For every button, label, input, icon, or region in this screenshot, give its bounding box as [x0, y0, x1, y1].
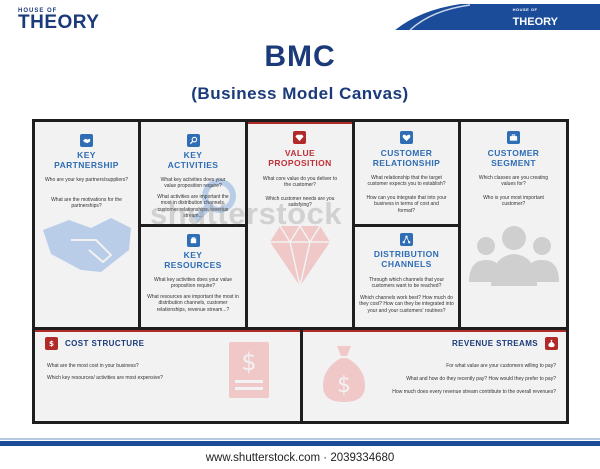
dollar-document-icon: $ [45, 337, 58, 350]
customer-segment-cell: CUSTOMER SEGMENT Which classes are you c… [461, 122, 566, 327]
logo-house-text: HOUSE OF [18, 8, 58, 14]
customer-relationship-question-1: What relationship that the target custom… [367, 175, 446, 188]
svg-text:$: $ [49, 339, 54, 348]
customer-relationship-cell: CUSTOMER RELATIONSHIP What relationship … [355, 122, 458, 224]
customer-relationship-heading-1: CUSTOMER [380, 148, 433, 158]
svg-text:$: $ [337, 373, 351, 398]
footer-band [0, 441, 600, 446]
logo-right: HOUSE OF THEORY [513, 7, 558, 30]
value-proposition-question-1: What core value do you deliver to the cu… [262, 176, 338, 189]
cost-structure-top-line [35, 330, 300, 332]
customer-relationship-heading-2: RELATIONSHIP [372, 158, 441, 168]
revenue-streams-top-line [303, 330, 566, 332]
value-proposition-heading-2: PROPOSITION [268, 158, 332, 168]
key-partnership-question-2: What are the motivations for the partner… [51, 197, 122, 210]
gem-icon [293, 131, 306, 144]
key-activities-heading-2: ACTIVITIES [167, 160, 219, 170]
footer-credit: www.shutterstock.com · 2039334680 [0, 448, 600, 469]
cost-structure-heading: COST STRUCTURE [65, 339, 145, 348]
magnifier-illustration [192, 179, 236, 223]
watermark: shutterstock [150, 196, 343, 231]
handshake-illustration [43, 218, 131, 272]
cost-structure-cell: $ $ COST STRUCTURE What are the most cos… [35, 330, 300, 421]
business-model-canvas: KEY PARTNERSHIP Who are your key partner… [32, 119, 569, 424]
key-resources-heading-2: RESOURCES [164, 260, 222, 270]
handshake-icon [80, 134, 93, 147]
key-resources-question-1: What key activities does your value prop… [153, 277, 233, 290]
briefcase-icon [507, 131, 520, 144]
revenue-streams-question-1: For what value are your customers willin… [446, 363, 556, 369]
gem-illustration [270, 224, 330, 287]
customer-segment-heading-2: SEGMENT [491, 158, 536, 168]
logo-right-brand-text: THEORY [512, 16, 558, 28]
svg-text:$: $ [241, 348, 256, 376]
value-proposition-cell: VALUE PROPOSITION What core value do you… [248, 122, 352, 327]
revenue-streams-cell: $ REVENUE STREAMS For what value are you… [303, 330, 566, 421]
value-proposition-question-2: Which customer needs are you satisfying? [265, 196, 335, 209]
key-partnership-question-1: Who are your key partners/suppliers? [44, 177, 129, 183]
heart-icon [400, 131, 413, 144]
revenue-streams-heading: REVENUE STREAMS [451, 339, 538, 348]
distribution-channels-question-1: Through which channels that your custome… [368, 277, 445, 290]
key-activities-question-1: What key activities does your value prop… [160, 177, 226, 190]
cost-structure-question-1: What are the most cost in your business? [47, 363, 139, 369]
money-bag-icon [545, 337, 558, 350]
revenue-streams-question-2: What and how do they recently pay? How w… [406, 376, 556, 382]
cost-structure-question-2: Which key resources/ activities are most… [47, 375, 163, 381]
customer-relationship-question-2: How can you integrate that into your bus… [366, 195, 447, 214]
network-icon [400, 233, 413, 246]
key-resources-question-2: What resources are important the most in… [147, 294, 239, 313]
page-subtitle: (Business Model Canvas) [191, 84, 409, 103]
key-activities-heading-1: KEY [183, 150, 203, 160]
key-activities-question-2: What activities are important the most i… [157, 194, 229, 220]
people-illustration [469, 226, 559, 286]
key-partnership-cell: KEY PARTNERSHIP Who are your key partner… [35, 122, 138, 327]
resources-icon [187, 234, 200, 247]
distribution-channels-heading-2: CHANNELS [381, 259, 432, 269]
key-resources-cell: KEY RESOURCES What key activities does y… [141, 227, 245, 327]
distribution-channels-heading-1: DISTRIBUTION [373, 249, 440, 259]
key-partnership-heading-2: PARTNERSHIP [54, 160, 119, 170]
customer-segment-heading-1: CUSTOMER [487, 148, 540, 158]
key-resources-heading-1: KEY [183, 250, 203, 260]
key-activities-cell: KEY ACTIVITIES What key activities does … [141, 122, 245, 224]
footer-accent-line [0, 438, 600, 440]
money-bag-illustration: $ [323, 346, 365, 402]
distribution-channels-cell: DISTRIBUTION CHANNELS Through which chan… [355, 227, 458, 327]
customer-segment-question-1: Which classes are you creating values fo… [478, 175, 549, 188]
logo-right-house-text: HOUSE OF [512, 7, 538, 12]
revenue-streams-question-3: How much does every revenue stream contr… [392, 389, 556, 395]
top-banner [0, 0, 600, 30]
page-title: BMC [264, 40, 336, 73]
logo-brand-text: THEORY [18, 12, 100, 33]
value-proposition-top-line [248, 122, 352, 124]
key-partnership-heading-1: KEY [77, 150, 96, 160]
distribution-channels-question-2: Which channels work best? How much do th… [359, 295, 454, 314]
magnifier-key-icon [187, 134, 200, 147]
value-proposition-heading-1: VALUE [284, 148, 316, 158]
logo-left: HOUSE OF THEORY [18, 8, 99, 33]
dollar-document-illustration: $ [229, 342, 269, 398]
customer-segment-question-2: Who is your most important customer? [483, 195, 544, 208]
